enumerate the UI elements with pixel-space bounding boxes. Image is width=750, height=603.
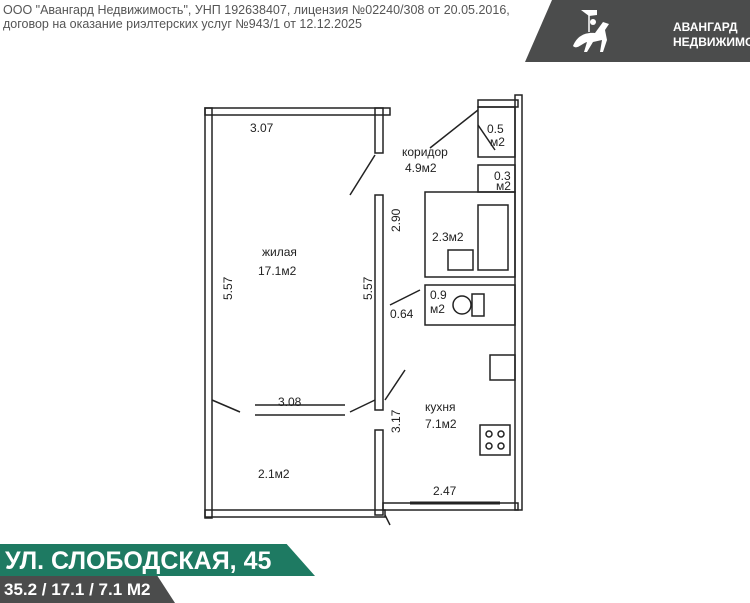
corridor-area: 4.9м2 — [405, 161, 437, 175]
area-summary: 35.2 / 17.1 / 7.1 М2 — [0, 576, 175, 603]
address-banner: УЛ. СЛОБОДСКАЯ, 45 — [0, 544, 315, 576]
corridor-name: коридор — [402, 145, 448, 159]
living-width-label: 3.07 — [250, 121, 274, 135]
wall-balcony-right — [374, 429, 384, 516]
wall-living-top-right — [374, 107, 384, 154]
wall-living-left — [204, 107, 213, 519]
license-line-2: договор на оказание риэлтерских услуг №9… — [3, 17, 362, 31]
wall-living-right — [374, 194, 384, 411]
bath-dim: 2.90 — [389, 208, 403, 232]
wc-dim: 0.64 — [390, 307, 414, 321]
kitchen-name: кухня — [425, 400, 456, 414]
wc-area: 0.9 — [430, 288, 447, 302]
wall-corridor-top — [477, 99, 519, 108]
wall-living-top — [204, 107, 391, 116]
wc-unit: м2 — [430, 302, 445, 316]
logo-line-2: НЕДВИЖИМОСТЬ — [673, 35, 750, 49]
living-right-dim: 5.57 — [361, 276, 375, 300]
closet1-area: 0.5 — [487, 122, 504, 136]
wall-kitchen-right — [514, 94, 523, 511]
closet1-unit: м2 — [490, 135, 505, 149]
license-header: ООО "Авангард Недвижимость", УНП 1926384… — [3, 3, 510, 31]
brand-logo: АВАНГАРД НЕДВИЖИМОСТЬ — [525, 0, 750, 62]
kitchen-dim: 3.17 — [389, 409, 403, 433]
living-name: жилая — [262, 245, 297, 259]
living-left-dim: 5.57 — [221, 276, 235, 300]
closet2-unit: м2 — [496, 179, 511, 193]
logo-line-1: АВАНГАРД — [673, 20, 738, 34]
knight-horse-icon — [573, 10, 609, 52]
balcony-width: 3.08 — [278, 395, 302, 409]
closet2-area: 0.3 — [494, 169, 511, 183]
kitchen-width: 2.47 — [433, 484, 457, 498]
bath-area: 2.3м2 — [432, 230, 464, 244]
wc — [424, 284, 516, 326]
living-area: 17.1м2 — [258, 264, 297, 278]
license-line-1: ООО "Авангард Недвижимость", УНП 1926384… — [3, 3, 510, 17]
kitchen-area: 7.1м2 — [425, 417, 457, 431]
wall-bottom — [204, 509, 386, 518]
balcony-area: 2.1м2 — [258, 467, 290, 481]
bathroom — [424, 191, 516, 278]
